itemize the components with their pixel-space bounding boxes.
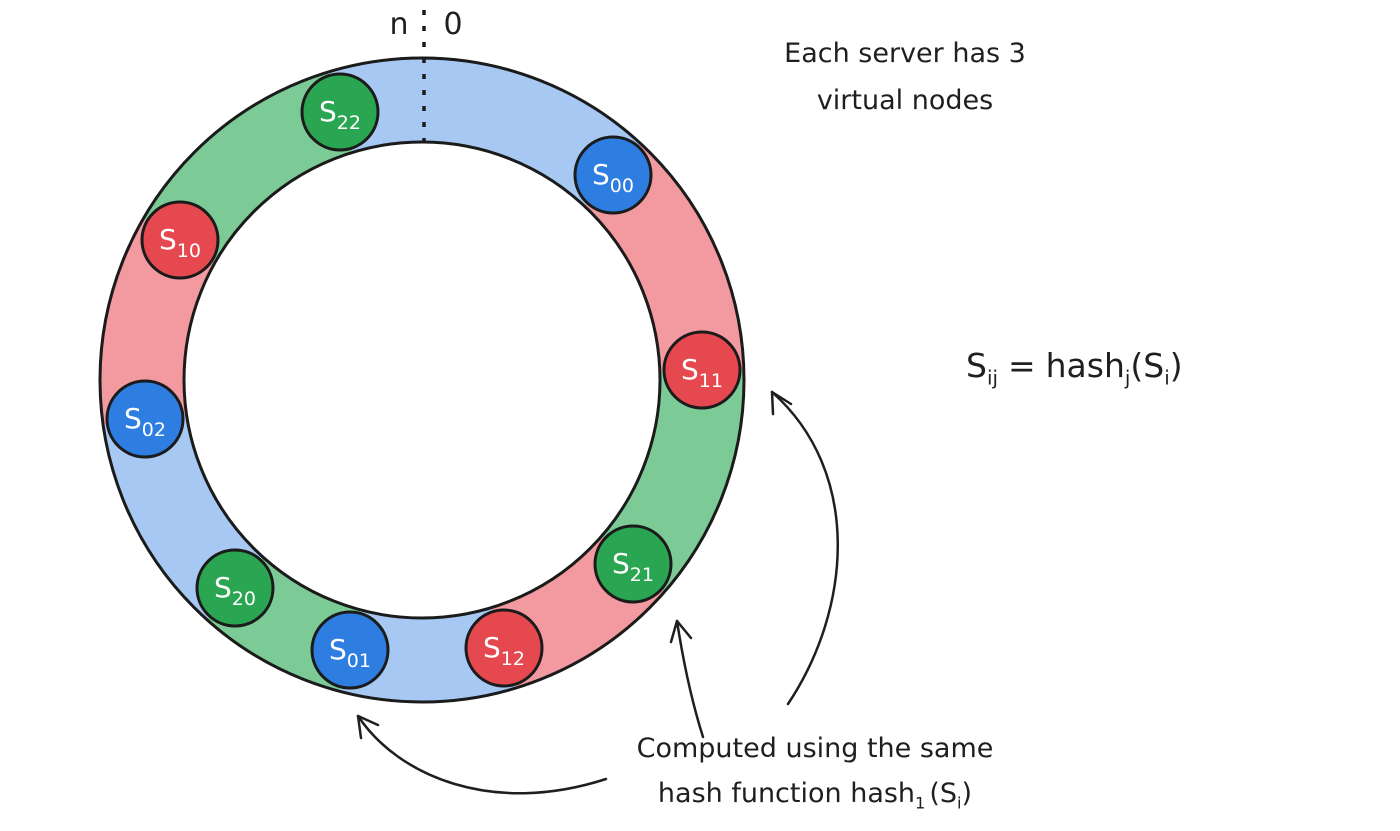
formula-term: S [966, 346, 987, 385]
formula-arg-close: ) [1169, 346, 1183, 385]
caption-hash-prefix: hash function hash [657, 778, 916, 809]
formula-arg-open: (S [1130, 346, 1165, 385]
caption-hash-subscript: 1 [915, 793, 926, 813]
arrow-to-node-s21-head [669, 619, 693, 644]
formula-function-subscript: j [1124, 366, 1131, 390]
ring-inner-outline [182, 140, 662, 620]
same-hash-caption-line2: hash function hash1(Si) [590, 771, 1040, 825]
node-s12 [464, 608, 544, 688]
caption-arg-open: (S [929, 778, 958, 809]
node-s11 [662, 330, 742, 410]
annotation-arrows [356, 390, 839, 795]
ring-node-labels: S00 S11 S21 S12 S01 S20 S02 S10 S22 [124, 95, 723, 672]
ring-outer-outline [98, 56, 746, 704]
node-s01-label: S01 [329, 633, 371, 672]
arrow-to-node-s21 [675, 619, 705, 739]
arrow-to-node-s01 [356, 714, 608, 795]
node-s00-label: S00 [592, 158, 634, 197]
same-hash-caption: Computed using the same hash function ha… [590, 726, 1040, 825]
node-s22 [300, 72, 380, 152]
node-s02-label: S02 [124, 402, 166, 441]
virtual-nodes-note-line2: virtual nodes [816, 85, 994, 116]
node-s20 [195, 548, 275, 628]
arrow-to-node-s01-head [356, 714, 380, 740]
same-hash-caption-line1: Computed using the same [636, 733, 994, 764]
node-s00 [573, 135, 653, 215]
node-s10 [140, 200, 220, 280]
virtual-nodes-note: Each server has 3 virtual nodes [740, 30, 1070, 124]
arrow-to-node-s11-head [770, 390, 793, 416]
node-s12-label: S12 [483, 631, 525, 670]
caption-arg-subscript: i [957, 793, 962, 813]
node-s02 [105, 379, 185, 459]
node-s21-label: S21 [612, 547, 654, 586]
node-s22-label: S22 [319, 95, 361, 134]
virtual-nodes-note-line1: Each server has 3 [784, 38, 1026, 69]
node-s21 [593, 524, 673, 604]
node-s20-label: S20 [214, 571, 256, 610]
boundary-label-zero: 0 [443, 7, 462, 42]
formula-function: hash [1045, 346, 1125, 385]
ring-nodes [105, 72, 742, 690]
formula-term-subscript: ij [986, 366, 998, 390]
arrow-to-node-s11 [770, 390, 839, 706]
caption-arg-close: ) [961, 778, 973, 809]
node-s11-label: S11 [681, 353, 723, 392]
boundary-label-n: n [389, 7, 408, 42]
formula-equals: = [1007, 346, 1036, 385]
hash-formula: Sij =hashj(Si) [966, 346, 1183, 390]
node-s10-label: S10 [159, 223, 201, 262]
formula-arg-subscript: i [1164, 366, 1170, 390]
node-s01 [310, 610, 390, 690]
ring-segment-s00 [327, 57, 642, 207]
